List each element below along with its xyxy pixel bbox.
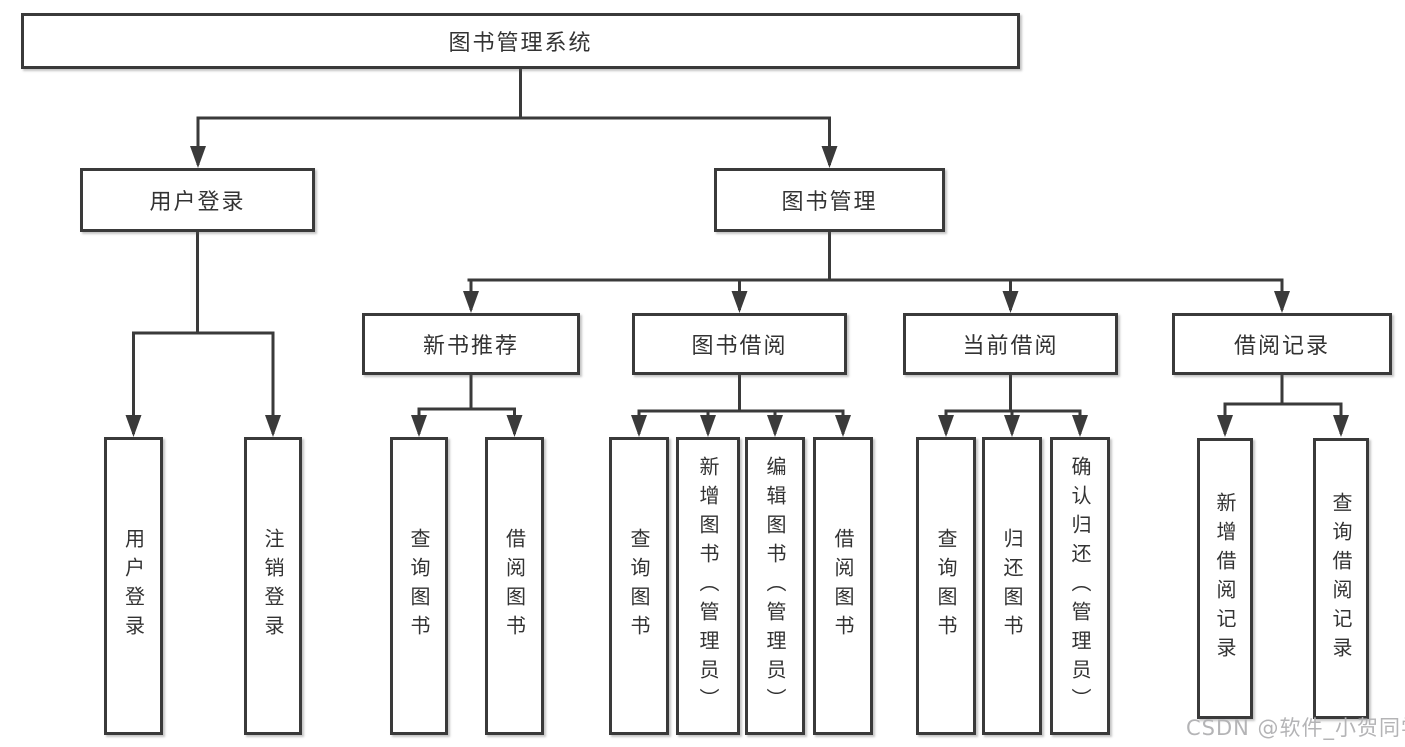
- connector-new-book-split: [411, 375, 523, 437]
- node-borrowing-records: 借阅记录: [1172, 313, 1392, 375]
- watermark: CSDN @软件_小贺同学: [1186, 716, 1405, 740]
- node-book-management: 图书管理: [714, 168, 945, 232]
- leaf-query-books-current: 查询图书: [916, 437, 976, 735]
- node-root-label: 图书管理系统: [448, 31, 593, 56]
- connector-user-login-split: [125, 232, 281, 437]
- node-root: 图书管理系统: [21, 13, 1020, 69]
- node-book-management-label: 图书管理: [781, 190, 878, 215]
- connector-book-management-split: [463, 232, 1290, 313]
- node-current-borrowing-label: 当前借阅: [962, 334, 1059, 359]
- leaf-add-books-admin: 新增图书（管理员）: [676, 437, 740, 735]
- leaf-borrow-books: 借阅图书: [813, 437, 873, 735]
- leaf-edit-books-admin: 编辑图书（管理员）: [745, 437, 805, 735]
- connector-current-borrowing-split: [938, 375, 1088, 437]
- leaf-confirm-return-admin: 确认归还（管理员）: [1050, 437, 1110, 735]
- node-current-borrowing: 当前借阅: [903, 313, 1118, 375]
- leaf-add-borrow-record: 新增借阅记录: [1197, 438, 1253, 719]
- node-user-login: 用户登录: [80, 168, 315, 232]
- leaf-query-borrow-record: 查询借阅记录: [1313, 438, 1369, 719]
- leaf-query-books-borrowing: 查询图书: [609, 437, 669, 735]
- connector-root-split: [190, 69, 838, 168]
- node-borrowing-records-label: 借阅记录: [1233, 334, 1330, 359]
- node-new-book-recommend: 新书推荐: [362, 313, 580, 375]
- node-book-borrowing-label: 图书借阅: [691, 334, 788, 359]
- leaf-query-books-recommend: 查询图书: [390, 437, 448, 735]
- connector-borrowing-records-split: [1217, 375, 1349, 437]
- leaf-user-login: 用户登录: [104, 437, 163, 735]
- node-book-borrowing: 图书借阅: [632, 313, 847, 375]
- node-user-login-label: 用户登录: [149, 190, 246, 215]
- leaf-borrow-books-recommend: 借阅图书: [485, 437, 544, 735]
- leaf-return-books: 归还图书: [982, 437, 1042, 735]
- leaf-logout-login: 注销登录: [244, 437, 302, 735]
- node-new-book-recommend-label: 新书推荐: [422, 334, 519, 359]
- connector-book-borrowing-split: [631, 375, 851, 437]
